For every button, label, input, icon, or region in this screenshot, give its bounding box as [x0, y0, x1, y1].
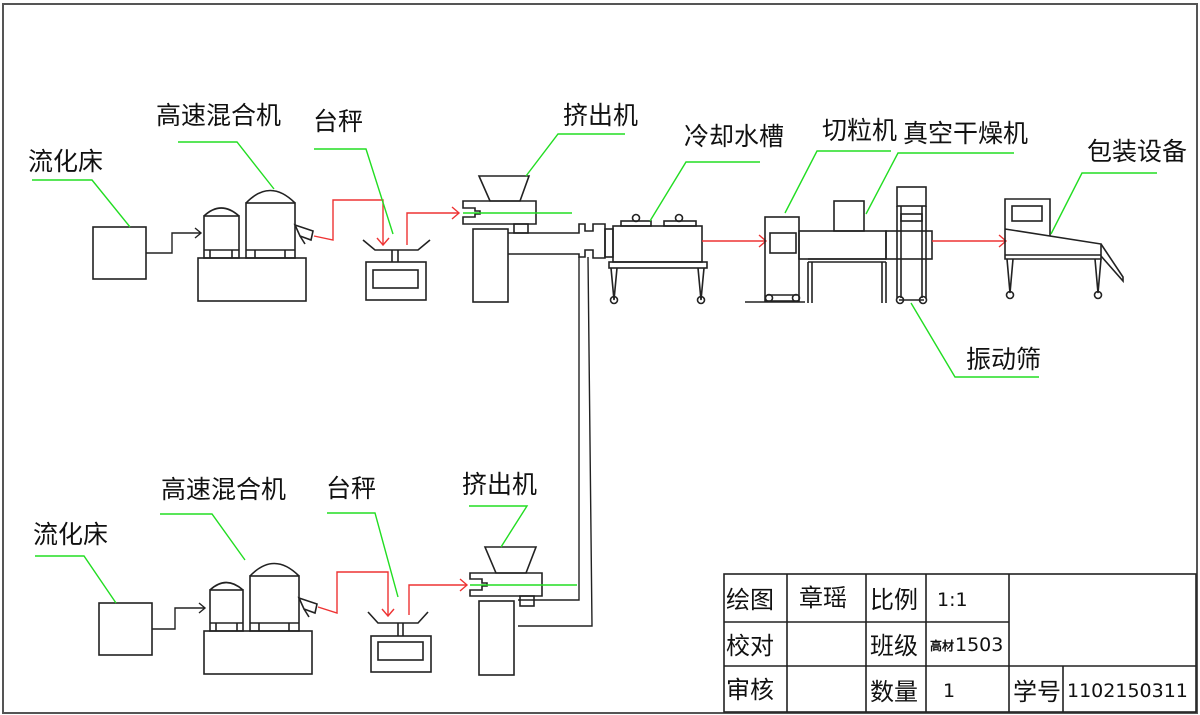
packaging-equipment	[1004, 198, 1124, 300]
leader-fluidized-bed-upper	[32, 179, 131, 228]
pipe-lower-to-upper-outer	[518, 256, 593, 627]
leader-platform-scale-lower	[327, 512, 399, 598]
extruder-lower	[469, 546, 543, 676]
tb-value-scale: 1:1	[937, 589, 968, 611]
platform-scale-lower	[367, 611, 432, 673]
extruder-upper	[462, 175, 614, 303]
tb-value-quantity: 1	[943, 680, 955, 702]
leader-high-speed-mixer-lower	[160, 513, 246, 561]
pelletizer	[745, 216, 805, 303]
label-high-speed-mixer-lower: 高速混合机	[161, 475, 286, 504]
high-speed-mixer-lower	[203, 562, 318, 675]
tb-value-class-prefix: 高材	[930, 638, 954, 653]
flow-arrowhead-scale-lower	[381, 608, 395, 618]
flow-scale-to-extruder-upper	[406, 212, 458, 245]
label-packaging: 包装设备	[1087, 137, 1187, 166]
leader-packaging	[1050, 172, 1157, 235]
flow-arrowhead-scale-upper	[376, 237, 390, 247]
platform-scale-upper	[362, 239, 431, 301]
leader-extruder-upper	[525, 133, 625, 177]
leader-pelletizer	[784, 150, 891, 214]
flow-arrowhead-extruder-lower	[459, 578, 469, 592]
tb-label-reviewed-by: 审核	[726, 676, 774, 704]
tb-label-scale: 比例	[870, 586, 918, 614]
flow-arrowhead-extruder-upper	[451, 206, 461, 220]
vacuum-dryer	[798, 200, 887, 303]
leader-cooling-tank	[649, 161, 760, 222]
leader-fluidized-bed-lower	[35, 555, 117, 604]
label-platform-scale-lower: 台秤	[326, 474, 376, 503]
feed-arrow-lower	[152, 607, 205, 630]
label-high-speed-mixer-upper: 高速混合机	[156, 101, 281, 130]
cooling-tank	[608, 213, 708, 305]
label-extruder-lower: 挤出机	[462, 470, 537, 499]
leader-vibrating-screen	[910, 302, 1039, 378]
label-vacuum-dryer: 真空干燥机	[903, 119, 1028, 148]
tb-value-drawn-by: 章瑶	[799, 584, 847, 612]
tb-label-drawn-by: 绘图	[726, 586, 774, 614]
label-cooling-tank: 冷却水槽	[684, 122, 784, 151]
tb-value-student-id: 1102150311	[1067, 680, 1188, 702]
feed-arrowhead-lower	[198, 602, 207, 614]
flow-scale-to-extruder-lower	[408, 584, 466, 615]
high-speed-mixer-upper	[197, 189, 314, 302]
leader-extruder-lower	[469, 505, 529, 548]
tb-label-quantity: 数量	[870, 678, 918, 706]
title-block: 绘图 章瑶 比例 1:1 校对 班级 高材 1503 审核 数量 1 学号 11…	[723, 573, 1197, 713]
label-fluidized-bed-lower: 流化床	[33, 520, 108, 549]
fluidized-bed-upper	[92, 226, 147, 280]
label-platform-scale-upper: 台秤	[313, 107, 363, 136]
tb-label-checked-by: 校对	[726, 632, 774, 660]
drawing-border	[2, 3, 1198, 714]
fluidized-bed-lower	[98, 602, 153, 656]
flow-arrowhead-packaging	[998, 234, 1008, 248]
tb-value-class: 1503	[955, 634, 1003, 656]
feed-arrowhead-upper	[194, 227, 203, 239]
flow-mixer-to-scale-lower	[317, 571, 389, 616]
tb-label-class: 班级	[870, 632, 918, 660]
pipe-lower-to-upper-inner	[518, 257, 580, 601]
leader-high-speed-mixer-upper	[178, 141, 275, 190]
label-extruder-upper: 挤出机	[563, 101, 638, 130]
tb-label-student-id: 学号	[1013, 678, 1061, 706]
flow-mixer-to-scale-upper	[313, 199, 384, 245]
leader-vacuum-dryer	[865, 152, 1014, 215]
leader-platform-scale-upper	[314, 148, 394, 235]
label-pelletizer: 切粒机	[822, 116, 897, 145]
label-vibrating-screen: 振动筛	[966, 345, 1041, 374]
label-fluidized-bed-upper: 流化床	[28, 147, 103, 176]
flow-arrowhead-pelletizer	[758, 234, 768, 248]
feed-arrow-upper	[146, 232, 200, 254]
vibrating-screen	[885, 186, 933, 305]
